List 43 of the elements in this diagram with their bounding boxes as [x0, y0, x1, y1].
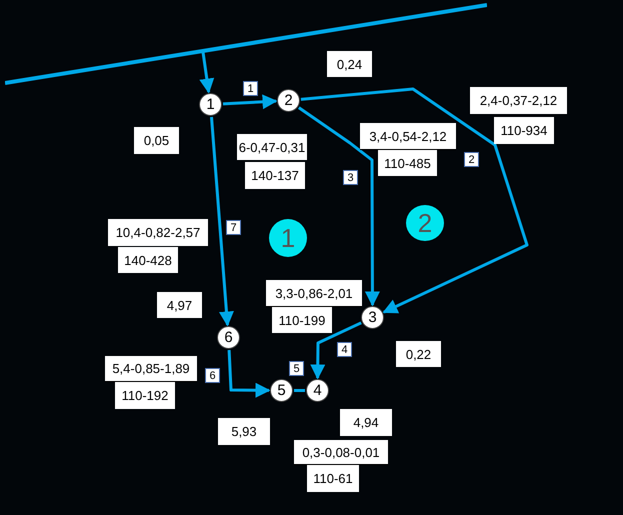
junction-node: 2: [277, 89, 300, 112]
value-label: 110-61: [307, 465, 359, 492]
ring-number: 1: [269, 219, 307, 257]
ring-number: 2: [406, 205, 444, 241]
value-label: 6-0,47-0,31: [237, 134, 307, 160]
value-label: 2,4-0,37-2,12: [470, 87, 567, 114]
value-label: 110-199: [272, 307, 332, 333]
value-label: 110-485: [378, 150, 437, 176]
value-label: 110-934: [494, 117, 554, 144]
value-label: 3,4-0,54-2,12: [360, 123, 456, 150]
flow-arrow: [300, 88, 528, 314]
flow-arrow: [298, 106, 380, 306]
flow-arrow: [228, 350, 270, 398]
section-number: 3: [343, 170, 358, 185]
value-label: 0,05: [134, 127, 179, 154]
section-number: 4: [337, 342, 352, 357]
section-number: 2: [464, 152, 479, 167]
main-pipe: [5, 3, 487, 85]
junction-node: 4: [306, 379, 329, 402]
value-label: 0,3-0,08-0,01: [294, 440, 388, 465]
junction-node: 3: [361, 306, 384, 329]
section-number: 6: [205, 368, 220, 383]
value-label: 110-192: [115, 382, 175, 409]
section-number: 1: [243, 81, 258, 96]
value-label: 0,22: [396, 341, 441, 367]
value-label: 3,3-0,86-2,01: [266, 280, 362, 307]
value-label: 140-428: [118, 247, 178, 273]
flow-arrow: [210, 116, 234, 326]
junction-node: 5: [270, 379, 293, 402]
value-label: 4,94: [340, 409, 392, 436]
junction-node: 6: [217, 326, 240, 349]
value-label: 140-137: [245, 162, 305, 189]
value-label: 4,97: [157, 292, 202, 318]
junction-node: 1: [199, 93, 222, 116]
value-label: 10,4-0,82-2,57: [108, 219, 208, 246]
pipe-line: [294, 389, 305, 392]
flow-arrow: [222, 94, 278, 110]
flow-arrow: [310, 321, 362, 380]
section-number: 5: [289, 361, 304, 376]
flow-arrow: [199, 50, 214, 94]
section-number: 7: [226, 220, 241, 235]
value-label: 5,93: [218, 418, 270, 445]
value-label: 5,4-0,85-1,89: [105, 356, 197, 382]
